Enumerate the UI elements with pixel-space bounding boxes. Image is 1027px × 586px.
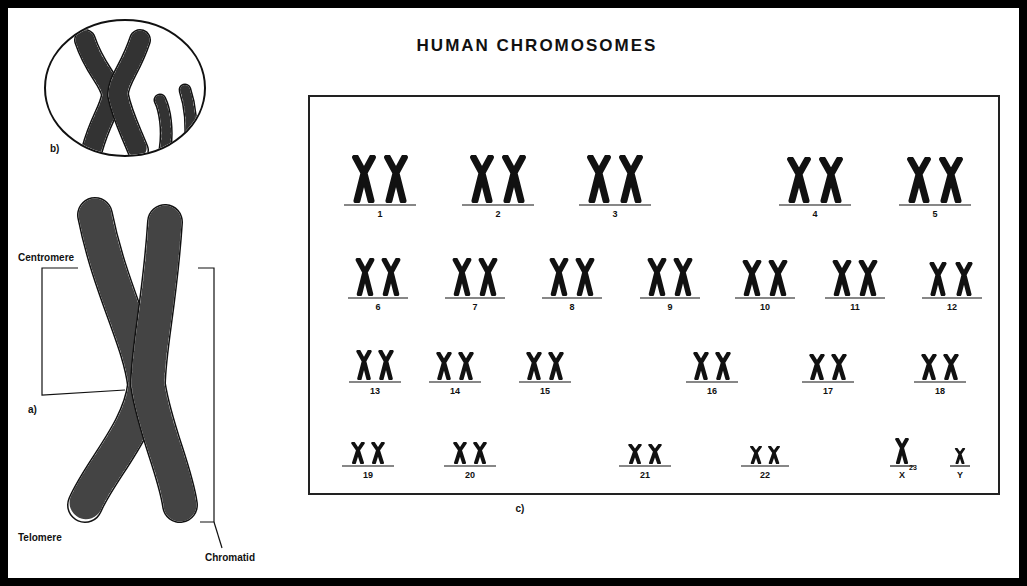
chromosome-number: 7 (472, 302, 477, 312)
chromosome-number: 5 (932, 209, 937, 219)
chromosome-number: 17 (823, 386, 833, 396)
part-label: Centromere (18, 252, 74, 263)
chromosome-number: 1 (377, 209, 382, 219)
part-label: Telomere (18, 532, 62, 543)
chromosome-number: X (899, 470, 905, 480)
chromosome-number: 21 (640, 470, 650, 480)
chromosome-number: 12 (947, 302, 957, 312)
chromosome-number: 13 (370, 386, 380, 396)
chromosome-number: 9 (667, 302, 672, 312)
chromosome-number: 18 (935, 386, 945, 396)
part-label: b) (50, 143, 59, 154)
chromosome-number: 6 (375, 302, 380, 312)
chromosome-number: 2 (495, 209, 500, 219)
chromosome-number: 8 (569, 302, 574, 312)
chromosome-number: 3 (612, 209, 617, 219)
part-label: c) (516, 503, 525, 514)
chromosome-number: 23 (909, 464, 917, 471)
chromosome-number: 10 (760, 302, 770, 312)
chromosome-number: 15 (540, 386, 550, 396)
diagram-title: HUMAN CHROMOSOMES (417, 36, 658, 56)
karyotype-frame: 12345678910111213141516171819202122X23Y (308, 95, 1000, 495)
part-label: a) (28, 404, 37, 415)
chromosome-number: 16 (707, 386, 717, 396)
part-label: Chromatid (205, 552, 255, 563)
chromosome-number: 14 (450, 386, 460, 396)
chromosome-number: 22 (760, 470, 770, 480)
chromosome-number: 20 (465, 470, 475, 480)
chromosome-number: Y (957, 470, 963, 480)
chromosome-number: 19 (363, 470, 373, 480)
chromosome-number: 11 (850, 302, 860, 312)
chromosome-number: 4 (812, 209, 817, 219)
